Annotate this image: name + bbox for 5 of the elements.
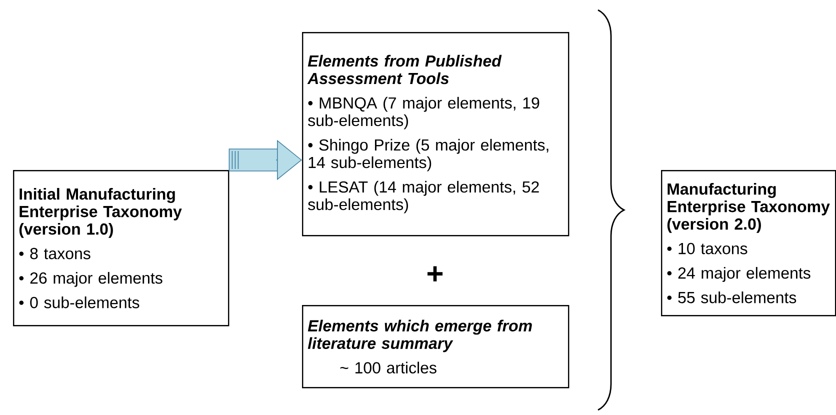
plus-sign: + (428, 266, 443, 282)
text-box: Elements from Published Assessment Tools • MBNQA (7 major elements, 19 sub-elements) • Shingo Prize (5 major elements, 14 sub-elements) • LESAT (14 major elements, 52 sub-elements) (302, 32, 570, 236)
text-box: Initial Manufacturing Enterprise Taxonomy (version 1.0) • 8 taxons • 26 major elements • 0 sub-elements (13, 170, 230, 326)
text-box: Manufacturing Enterprise Taxonomy (version 2.0) • 10 taxons • 24 major elements • 55 sub-elements (661, 170, 836, 316)
text-box: Elements which emerge from literature summary ~ 100 articles (302, 305, 570, 388)
